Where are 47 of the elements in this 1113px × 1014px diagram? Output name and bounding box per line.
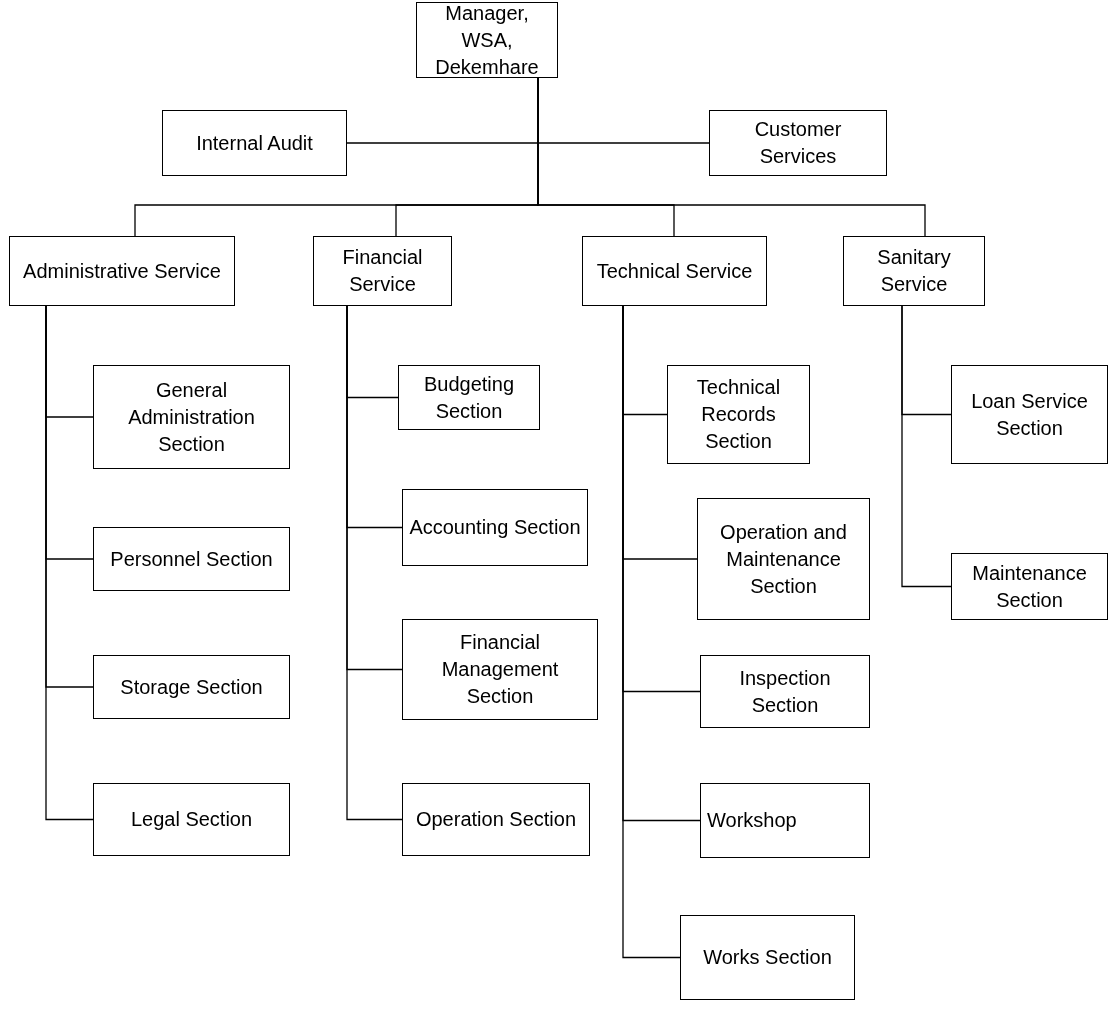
connector-line <box>901 305 952 588</box>
org-unit-box <box>680 915 855 1000</box>
unit-name: Financial Service <box>341 245 424 297</box>
unit-name: Customer Services <box>753 117 843 169</box>
unit-name: Administrative Service <box>23 258 221 284</box>
unit-name: Inspection Section <box>738 665 832 718</box>
org-unit-box <box>582 236 767 306</box>
unit-name: Maintenance Section <box>971 560 1088 613</box>
unit-name: Technical Records Section <box>695 375 782 454</box>
unit-name: Personnel Section <box>110 546 273 572</box>
unit-name: Manager, WSA, Dekemhare <box>434 0 540 80</box>
unit-name: Legal Section <box>130 807 253 832</box>
org-unit-box <box>402 783 590 856</box>
org-unit-box <box>9 236 235 306</box>
org-unit-box <box>667 365 810 464</box>
unit-name: Loan Service Section <box>970 388 1089 441</box>
org-unit-box <box>697 498 870 620</box>
org-unit-box <box>843 236 985 306</box>
connector-line <box>346 305 403 821</box>
unit-name: Operation and Maintenance Section <box>719 519 848 599</box>
org-unit-box <box>93 783 290 856</box>
unit-name: Financial Management Section <box>440 630 560 709</box>
org-unit-box <box>416 2 558 78</box>
connector-line <box>45 305 94 821</box>
unit-name: General Administration Section <box>127 377 256 457</box>
unit-name: Accounting Section <box>409 515 581 540</box>
org-unit-box <box>313 236 452 306</box>
unit-name: Works Section <box>703 945 832 970</box>
org-unit-box <box>709 110 887 176</box>
org-unit-box <box>951 365 1108 464</box>
unit-name: Budgeting Section <box>422 371 516 424</box>
unit-name: Operation Section <box>415 807 577 832</box>
org-unit-box <box>700 655 870 728</box>
org-unit-box <box>402 489 588 566</box>
org-unit-box <box>951 553 1108 620</box>
org-unit-box <box>398 365 540 430</box>
unit-name: Technical Service <box>596 258 753 284</box>
org-unit-box <box>93 527 290 591</box>
org-unit-box <box>93 365 290 469</box>
unit-name: Storage Section <box>120 674 263 700</box>
org-unit-box <box>162 110 347 176</box>
org-unit-box <box>402 619 598 720</box>
unit-name: Internal Audit <box>196 130 313 156</box>
org-unit-box <box>93 655 290 719</box>
org-unit-box <box>700 783 870 858</box>
unit-name: Workshop <box>707 808 797 833</box>
unit-name: Sanitary Service <box>876 245 952 297</box>
